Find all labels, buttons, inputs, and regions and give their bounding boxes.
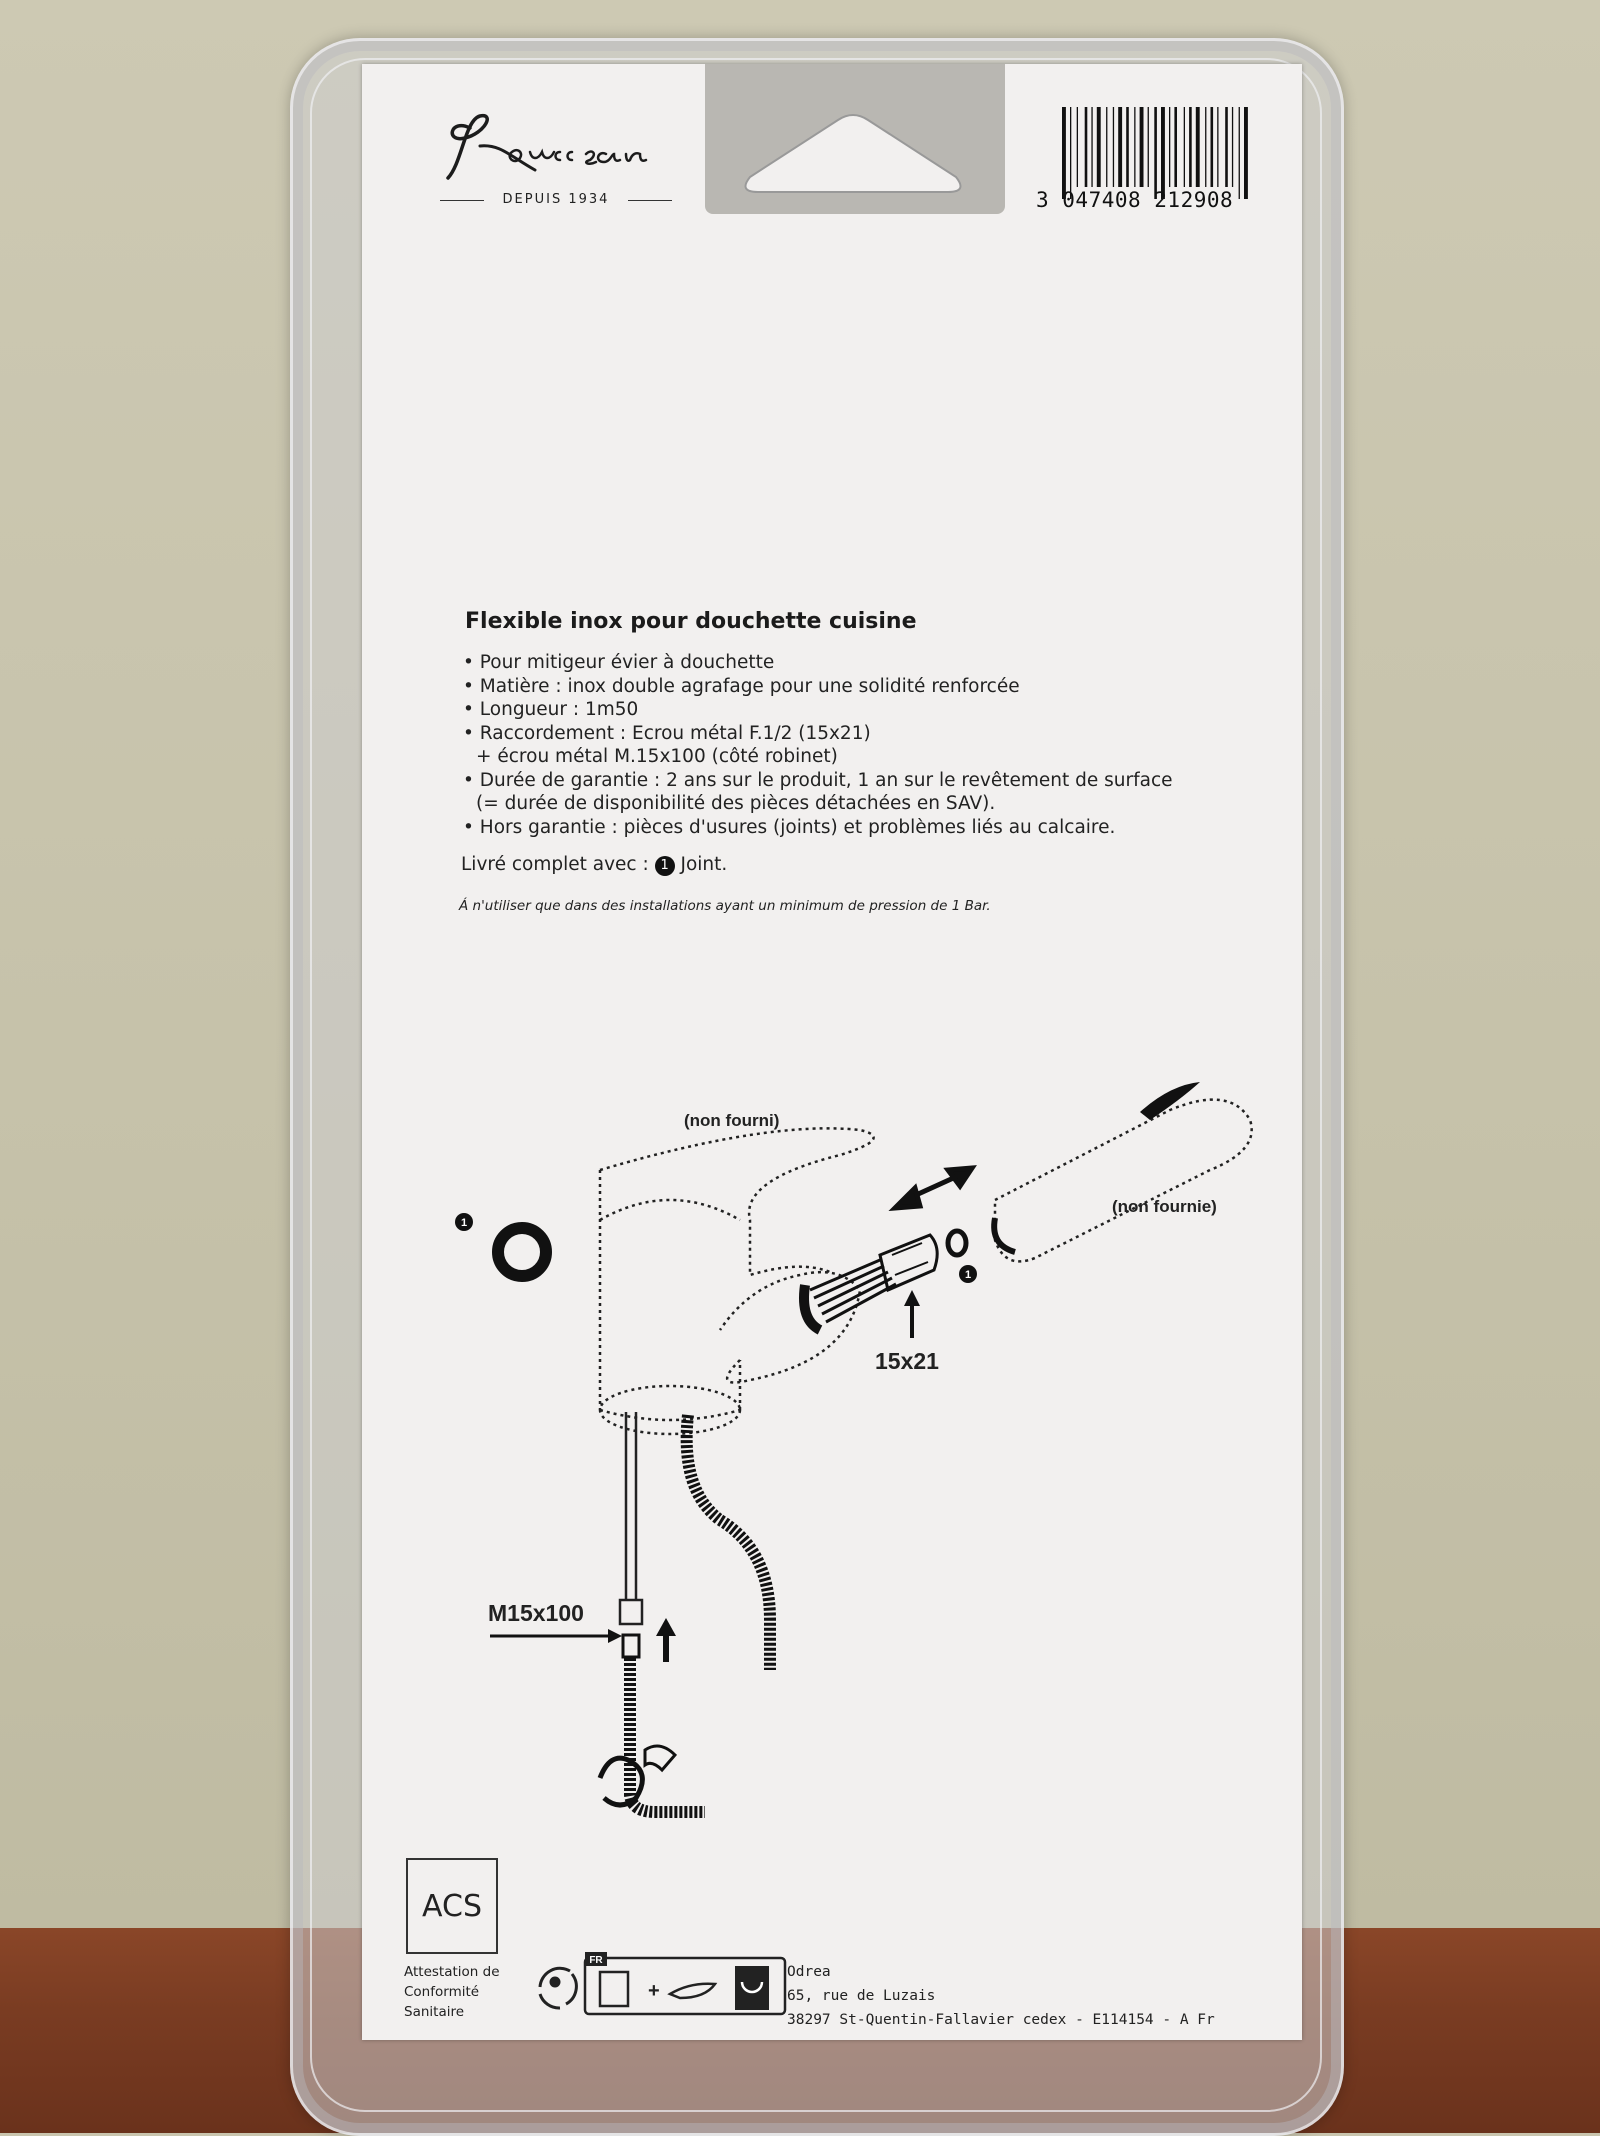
product-backing-card <box>362 64 1302 2040</box>
plastic-icon <box>667 1982 718 2000</box>
svg-text:+: + <box>648 1980 660 2002</box>
delivered-with-item: Joint. <box>680 854 728 875</box>
manufacturer-address: Odrea 65, rue de Luzais 38297 St-Quentin… <box>787 1960 1215 2032</box>
acs-caption-line: Conformité <box>404 1984 480 2000</box>
recycling-country: FR <box>589 1955 603 1966</box>
delivered-with-label: Livré complet avec : <box>461 854 649 875</box>
joint-marker-large: 1 <box>461 1217 467 1229</box>
feature-item: • Raccordement : Ecrou métal F.1/2 (15x2… <box>463 722 871 744</box>
feature-item: • Longueur : 1m50 <box>463 699 639 720</box>
label-15x21: 15x21 <box>875 1348 939 1374</box>
feature-item-continued: + écrou métal M.15x100 (côté robinet) <box>476 746 838 767</box>
barcode-number: 3 047408 212908 <box>1036 188 1234 212</box>
barcode-image <box>1062 107 1248 199</box>
delivered-with: Livré complet avec : 1 Joint. <box>461 854 727 876</box>
pressure-note: Á n'utiliser que dans des installations … <box>459 898 991 914</box>
label-non-fournie: (non fournie) <box>1112 1197 1217 1216</box>
acs-caption-line: Attestation de <box>404 1964 500 1980</box>
acs-certification-logo: ACS <box>406 1858 498 1954</box>
recycling-icons: FR + <box>538 1952 787 2016</box>
brand-logo <box>446 114 648 180</box>
address-line: 65, rue de Luzais <box>787 1988 936 2004</box>
feature-item: • Durée de garantie : 2 ans sur le produ… <box>463 769 1173 791</box>
joint-marker-small: 1 <box>965 1269 971 1281</box>
feature-item-continued: (= durée de disponibilité des pièces dét… <box>476 793 996 814</box>
carton-icon <box>598 1970 630 2008</box>
triman-icon <box>538 1966 578 2010</box>
address-line: Odrea <box>787 1964 831 1980</box>
blister-inner-rim <box>310 58 1322 2112</box>
acs-caption-line: Sanitaire <box>404 2004 465 2020</box>
acs-caption: Attestation de Conformité Sanitaire <box>404 1962 500 2022</box>
joint-count-badge: 1 <box>654 856 675 876</box>
address-line: 38297 St-Quentin-Fallavier cedex - E1141… <box>787 2012 1215 2028</box>
hanger-hole-icon <box>744 114 962 193</box>
feature-item: • Matière : inox double agrafage pour un… <box>463 675 1020 697</box>
brand-tagline: DEPUIS 1934 <box>440 192 672 207</box>
feature-item: • Hors garantie : pièces d'usures (joint… <box>463 816 1116 838</box>
label-non-fourni: (non fourni) <box>684 1111 780 1130</box>
installation-diagram: 1 1 <box>455 1082 1253 1818</box>
label-m15x100: M15x100 <box>488 1600 584 1626</box>
product-title: Flexible inox pour douchette cuisine <box>465 609 917 634</box>
bin-icon <box>735 1966 769 2010</box>
feature-item: • Pour mitigeur évier à douchette <box>463 652 775 673</box>
product-features-list: • Pour mitigeur évier à douchette • Mati… <box>463 651 1283 839</box>
